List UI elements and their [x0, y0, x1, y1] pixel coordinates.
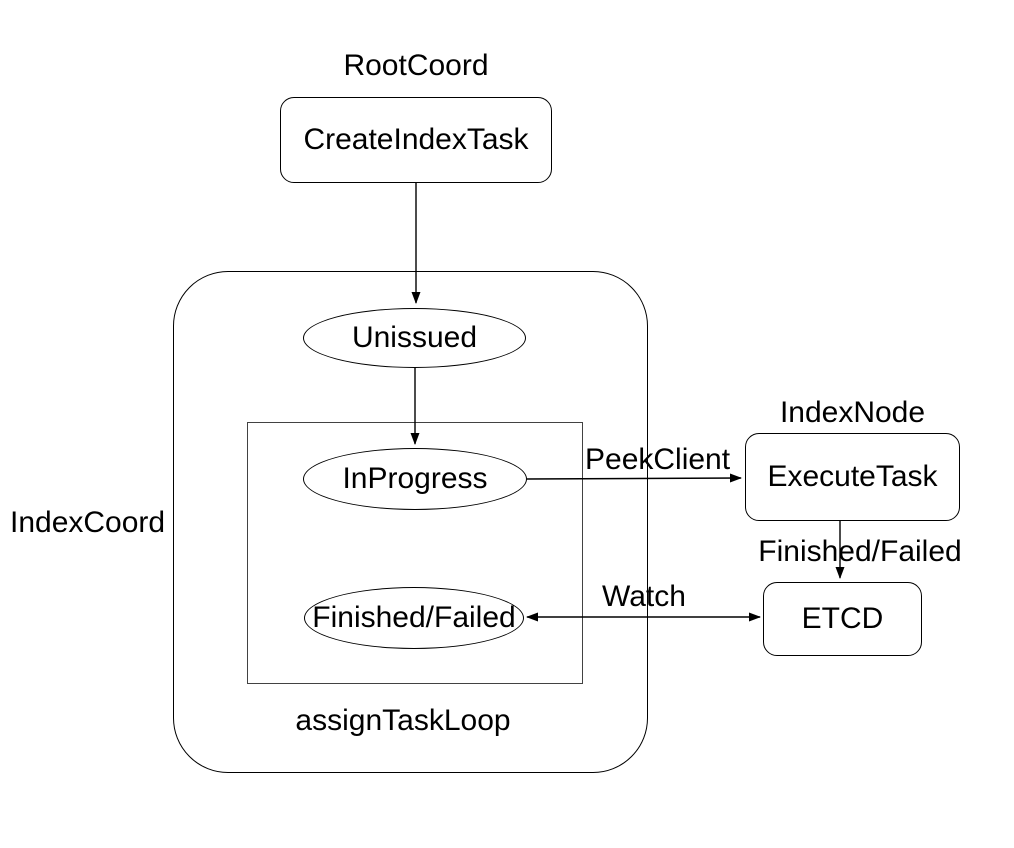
node-in-progress: InProgress	[303, 448, 527, 510]
index-coord-container	[173, 271, 648, 773]
root-coord-label: RootCoord	[343, 49, 489, 82]
index-coord-label: IndexCoord	[10, 506, 166, 539]
etcd-label: ETCD	[801, 602, 884, 635]
finished-failed-edge-label: Finished/Failed	[758, 535, 962, 568]
unissued-label: Unissued	[351, 321, 478, 354]
index-node-label: IndexNode	[779, 396, 926, 429]
execute-task-label: ExecuteTask	[767, 460, 938, 493]
watch-edge-label: Watch	[602, 580, 686, 613]
assign-task-loop-label: assignTaskLoop	[295, 704, 511, 737]
node-etcd: ETCD	[763, 582, 922, 656]
finished-failed-label: Finished/Failed	[312, 601, 516, 634]
peek-client-edge-label: PeekClient	[585, 443, 731, 476]
node-execute-task: ExecuteTask	[745, 433, 960, 521]
node-unissued: Unissued	[303, 308, 526, 368]
node-finished-failed: Finished/Failed	[304, 587, 524, 649]
node-create-index-task: CreateIndexTask	[280, 97, 552, 183]
in-progress-label: InProgress	[342, 462, 488, 495]
create-index-task-label: CreateIndexTask	[303, 123, 529, 156]
